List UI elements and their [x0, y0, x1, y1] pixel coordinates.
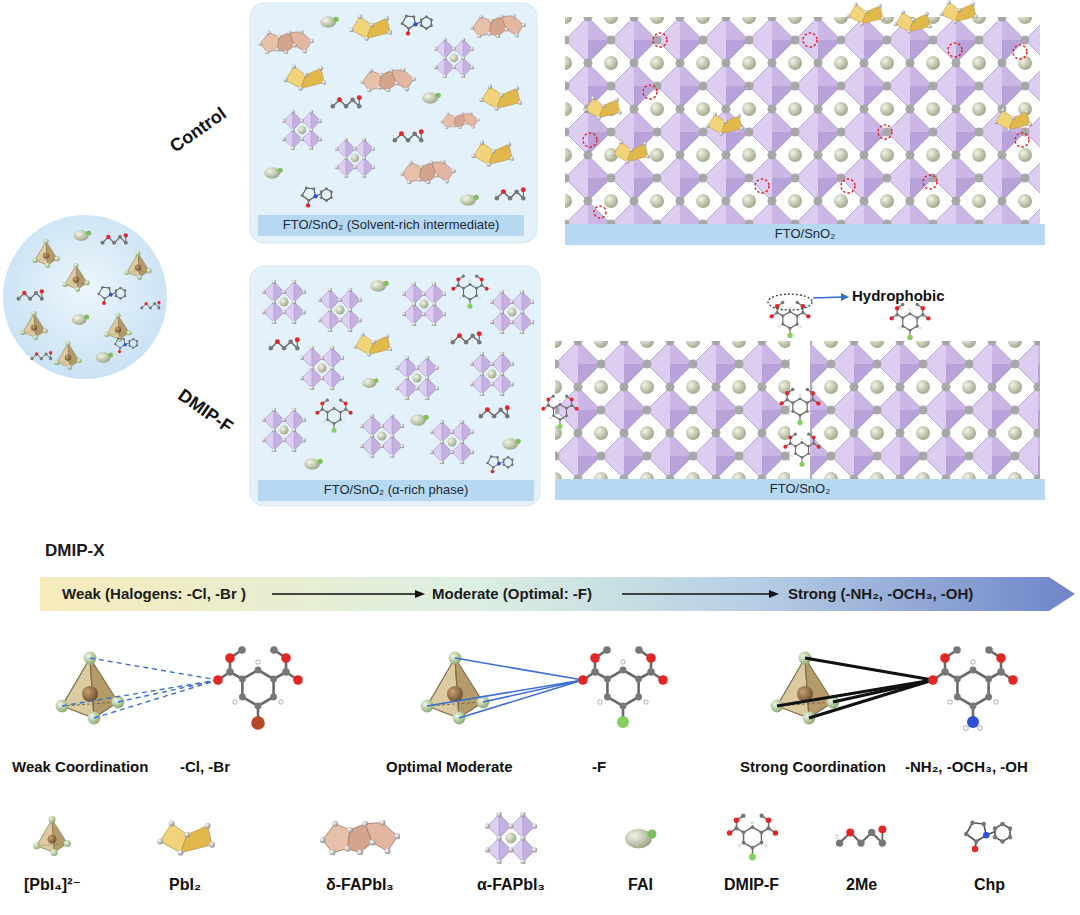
- legend-label: Chp: [974, 876, 1005, 894]
- row-label: DMIP-F: [174, 385, 237, 438]
- legend-label: [PbI₄]²⁻: [24, 876, 81, 894]
- perovskite-grain: [555, 341, 790, 479]
- substrate-label: FTO/SnO₂ (α-rich phase): [324, 483, 469, 498]
- hydrophobic-pointer: [813, 297, 842, 298]
- trend-arrow: [272, 593, 416, 594]
- precursor-solution: [3, 215, 167, 379]
- substrate-label: FTO/SnO₂: [770, 482, 830, 497]
- band-text: Moderate (Optimal: -F): [432, 585, 592, 602]
- trend-band: DMIP-XWeak (Halogens: -Cl, -Br )Moderate…: [40, 577, 1075, 611]
- annotation-label: Hydrophobic: [852, 287, 945, 304]
- legend-label: PbI₂: [169, 876, 201, 894]
- band-heading: DMIP-X: [45, 541, 105, 561]
- residual-pbi2: [584, 0, 1032, 163]
- intermediate-panel: [250, 3, 537, 243]
- row-label: Control: [166, 103, 230, 157]
- perovskite-lattice: [565, 17, 1040, 224]
- coordination-weak: [56, 646, 303, 730]
- annotation-label: Optimal Moderate: [386, 758, 513, 775]
- substrate-label: FTO/SnO₂: [775, 227, 835, 242]
- substrate-bar: FTO/SnO₂: [565, 224, 1045, 245]
- coordination-strong: [771, 646, 1018, 730]
- annotation-label: -Cl, -Br: [180, 758, 230, 775]
- annotation-label: -F: [592, 758, 606, 775]
- dmip-intermediate-species: [262, 275, 535, 474]
- band-text: Weak (Halogens: -Cl, -Br ): [62, 585, 246, 602]
- precursor-species: [16, 230, 161, 370]
- arrow-head: [841, 293, 849, 301]
- substrate-bar: FTO/SnO₂ (α-rich phase): [258, 480, 534, 501]
- arrow-head: [769, 590, 779, 598]
- annotation-label: Strong Coordination: [740, 758, 886, 775]
- substrate-bar: FTO/SnO₂: [555, 479, 1045, 500]
- dmip-f-passivation: [541, 301, 930, 467]
- legend-label: 2Me: [846, 876, 877, 894]
- band-text: Strong (-NH₂, -OCH₃, -OH): [788, 585, 973, 602]
- annotation-label: Weak Coordination: [12, 758, 148, 775]
- legend-icons: [33, 812, 1012, 865]
- hydrophobic-marker: [768, 294, 812, 310]
- substrate-label: FTO/SnO₂ (Solvent-rich intermediate): [283, 218, 500, 233]
- perovskite-grain: [810, 341, 1040, 479]
- control-intermediate-species: [258, 14, 526, 208]
- intermediate-panel: [250, 266, 540, 506]
- annotation-label: -NH₂, -OCH₃, -OH: [905, 758, 1028, 775]
- arrow-head: [415, 590, 425, 598]
- legend-label: DMIP-F: [724, 876, 779, 894]
- band-fill: [40, 577, 1075, 611]
- trend-arrow: [622, 593, 770, 594]
- substrate-bar: FTO/SnO₂ (Solvent-rich intermediate): [258, 215, 524, 236]
- vacancy-defects: [583, 33, 1029, 218]
- legend-label: α-FAPbI₃: [477, 876, 545, 894]
- coordination-moderate: [421, 646, 668, 728]
- legend-label: δ-FAPbI₃: [326, 876, 394, 894]
- legend-label: FAI: [628, 876, 653, 894]
